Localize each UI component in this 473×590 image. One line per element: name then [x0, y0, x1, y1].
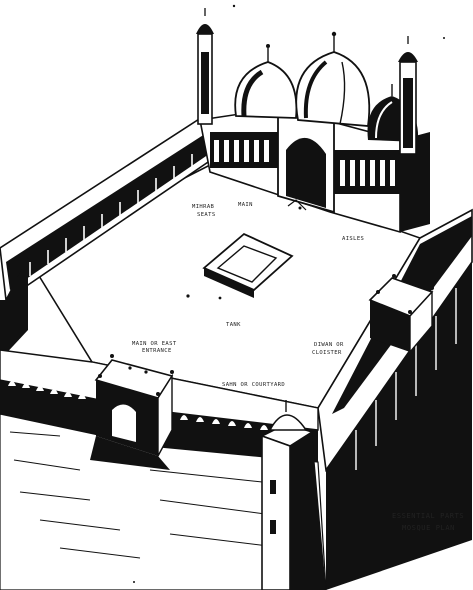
- courtyard-marker: [186, 294, 190, 298]
- cloister-tower: [368, 274, 434, 354]
- ablution-tank: [202, 232, 294, 298]
- minaret-right: [398, 36, 418, 155]
- label-mihrab: MIHRAB: [192, 204, 215, 210]
- corner-tower: [259, 400, 326, 590]
- caption-line-2: MOSQUE PLAN: [402, 524, 455, 532]
- label-seats: SEATS: [197, 212, 216, 218]
- left-wall: [0, 110, 215, 360]
- dome-center: [295, 51, 371, 127]
- label-tank: TANK: [226, 322, 241, 328]
- scan-speck: [232, 4, 236, 8]
- courtyard-marker: [218, 296, 222, 300]
- label-aisles: AISLES: [342, 236, 364, 242]
- iwan-arch: [286, 137, 326, 208]
- label-cloister-2: CLOISTER: [312, 350, 342, 356]
- main-gatehouse: [90, 354, 174, 470]
- domes: [234, 31, 419, 142]
- label-main-entrance-2: ENTRANCE: [142, 348, 172, 354]
- label-main-entrance-1: MAIN OR EAST: [132, 341, 177, 347]
- scan-speck: [133, 581, 135, 583]
- scan-speck: [443, 37, 445, 39]
- label-courtyard: SAHN OR COURTYARD: [222, 382, 285, 388]
- minaret-left: [196, 8, 214, 125]
- caption-line-1: ESSENTIAL PARTS: [392, 512, 464, 520]
- mihrab-marker: [287, 199, 307, 211]
- label-main: MAIN: [238, 202, 253, 208]
- prayer-hall: [199, 107, 430, 234]
- label-cloister-1: DIWAN OR: [314, 342, 344, 348]
